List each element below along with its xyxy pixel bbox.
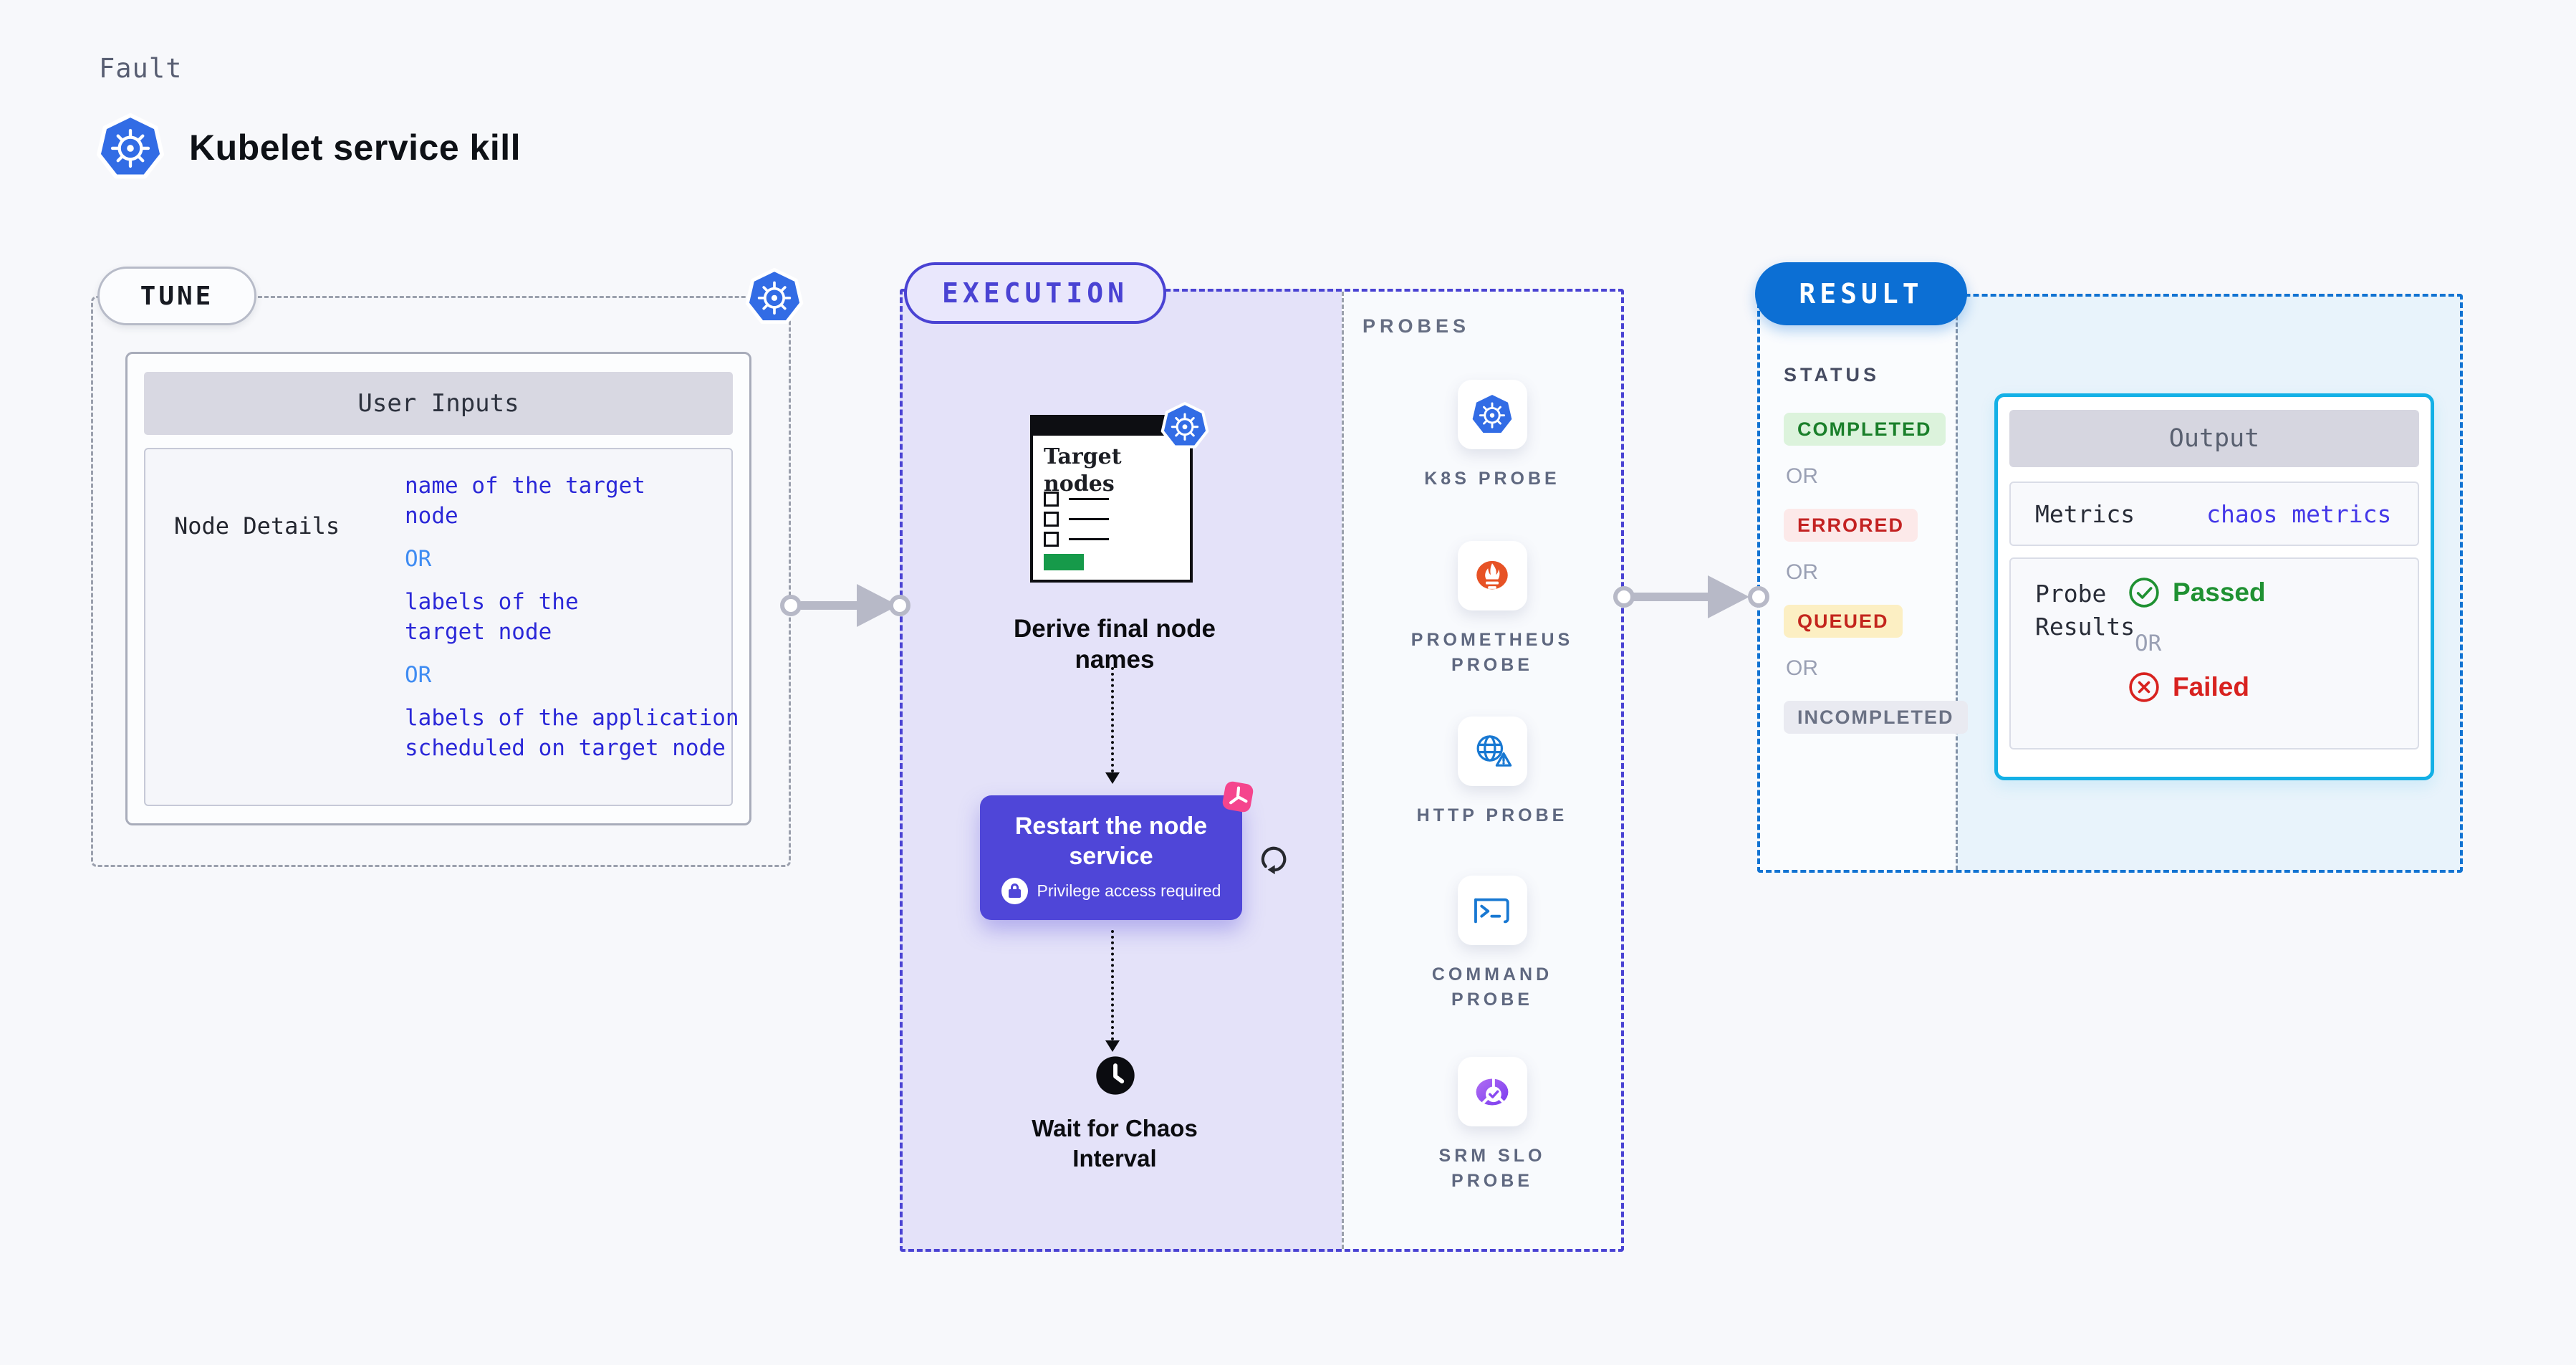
- user-inputs-header: User Inputs: [144, 372, 733, 435]
- kubernetes-icon: [96, 113, 165, 182]
- probe-name: PROMETHEUS PROBE: [1410, 630, 1574, 675]
- clock-icon: [1096, 1056, 1135, 1095]
- terminal-icon: [1474, 898, 1509, 923]
- input-value: labels of the application scheduled on t…: [405, 705, 739, 761]
- connector-arrowhead: [1708, 575, 1749, 618]
- probe-results-label: Probe Results: [2035, 580, 2135, 641]
- or-separator: OR: [1786, 560, 1818, 584]
- target-nodes-card: Target nodes: [1030, 415, 1193, 583]
- status-label: STATUS: [1784, 364, 1880, 385]
- status-badge-errored: ERRORED: [1784, 509, 1918, 542]
- checkbox-icon: [1044, 492, 1059, 507]
- probe-item-command: COMMAND PROBE: [1388, 876, 1596, 1012]
- connector-arrow-line: [801, 601, 865, 610]
- result-badge: RESULT: [1755, 262, 1967, 325]
- prometheus-icon: [1476, 560, 1508, 590]
- probes-divider: [1342, 292, 1344, 1249]
- probe-item-prometheus: PROMETHEUS PROBE: [1388, 541, 1596, 678]
- lock-icon: [1001, 878, 1028, 904]
- target-card-title: Target nodes: [1044, 444, 1122, 497]
- probe-item-http: HTTP PROBE: [1388, 717, 1596, 828]
- probe-card: [1457, 380, 1527, 449]
- restart-card-title: Restart the node service: [1014, 813, 1208, 870]
- green-button-shape: [1044, 554, 1084, 570]
- checkbox-icon: [1044, 512, 1059, 527]
- failed-result: Failed: [2128, 671, 2249, 704]
- node-line: [1069, 518, 1109, 520]
- kubernetes-icon: [1469, 391, 1515, 436]
- or-separator: OR: [1786, 464, 1818, 488]
- execution-badge: EXECUTION: [904, 262, 1166, 324]
- status-badge-completed: COMPLETED: [1784, 413, 1946, 446]
- probe-card: [1457, 876, 1527, 945]
- chaos-litmus-icon: [1222, 781, 1254, 813]
- user-inputs-body: Node Details name of the target node OR …: [144, 448, 739, 806]
- connector-dot: [889, 595, 910, 616]
- probe-item-k8s: K8S PROBE: [1388, 380, 1596, 492]
- tune-section: [91, 296, 791, 867]
- input-row-label: Node Details: [174, 512, 340, 540]
- wait-step-label: Wait for Chaos Interval: [1032, 1115, 1198, 1172]
- flow-connector: [1111, 930, 1114, 1040]
- probe-name: HTTP PROBE: [1416, 805, 1568, 825]
- connector-dot: [780, 595, 802, 616]
- input-value: name of the target node: [405, 473, 645, 529]
- probe-name: COMMAND PROBE: [1431, 964, 1553, 1010]
- metrics-value: chaos metrics: [2206, 499, 2392, 528]
- node-checkbox-row: [1044, 512, 1109, 527]
- http-globe-icon: [1476, 734, 1512, 767]
- output-header: Output: [2009, 410, 2419, 467]
- fault-kicker: Fault: [99, 53, 183, 84]
- srm-slo-icon: [1476, 1078, 1509, 1106]
- probe-item-srm-slo: SRM SLO PROBE: [1388, 1057, 1596, 1194]
- probe-name: SRM SLO PROBE: [1438, 1146, 1546, 1191]
- node-checkbox-row: [1044, 492, 1109, 507]
- node-checkbox-row: [1044, 532, 1109, 547]
- passed-result: Passed: [2128, 576, 2266, 609]
- output-card: Output Metrics chaos metrics Probe Resul…: [1994, 393, 2434, 780]
- restart-node-service-card: Restart the node service Privilege acces…: [980, 795, 1242, 920]
- derive-step-label: Derive final node names: [1013, 615, 1216, 674]
- probe-card: [1457, 717, 1527, 786]
- metrics-label: Metrics: [2035, 499, 2135, 528]
- privilege-note-text: Privilege access required: [1037, 881, 1221, 900]
- loop-refresh-icon: [1261, 846, 1287, 875]
- or-separator: OR: [405, 662, 432, 688]
- page-title: Kubelet service kill: [189, 128, 522, 168]
- failed-text: Failed: [2173, 672, 2249, 701]
- or-separator: OR: [1786, 656, 1818, 680]
- input-row-values: name of the target node OR labels of the…: [405, 471, 749, 763]
- flow-arrowhead: [1105, 772, 1120, 784]
- probe-card: [1457, 1057, 1527, 1126]
- connector-arrow-line: [1632, 593, 1714, 601]
- checkbox-icon: [1044, 532, 1059, 547]
- probe-card: [1457, 541, 1527, 610]
- connector-dot: [1613, 586, 1635, 608]
- or-separator: OR: [405, 546, 432, 572]
- tune-badge: TUNE: [97, 267, 256, 325]
- probes-label: PROBES: [1363, 315, 1471, 337]
- connector-dot: [1748, 586, 1769, 608]
- privilege-note: Privilege access required: [980, 878, 1242, 904]
- user-inputs-table: User Inputs Node Details name of the tar…: [125, 352, 751, 825]
- metrics-row: Metrics chaos metrics: [2009, 482, 2419, 546]
- probe-results-row: Probe Results Passed OR Failed: [2009, 557, 2419, 749]
- kubernetes-icon: [745, 268, 804, 327]
- node-line: [1069, 538, 1109, 540]
- input-value: labels of the target node: [405, 589, 579, 645]
- check-circle-icon: [2129, 578, 2159, 608]
- x-circle-icon: [2129, 672, 2159, 702]
- kubernetes-icon: [1160, 402, 1209, 451]
- node-line: [1069, 498, 1109, 500]
- probe-name: K8S PROBE: [1424, 469, 1560, 489]
- page-title-row: Kubelet service kill: [96, 113, 521, 182]
- flow-connector: [1111, 667, 1114, 772]
- flow-arrowhead: [1105, 1040, 1120, 1052]
- status-badge-queued: QUEUED: [1784, 605, 1903, 638]
- result-divider: [1956, 297, 1958, 870]
- passed-text: Passed: [2173, 578, 2266, 607]
- or-separator: OR: [2135, 631, 2162, 656]
- status-badge-incompleted: INCOMPLETED: [1784, 701, 1968, 734]
